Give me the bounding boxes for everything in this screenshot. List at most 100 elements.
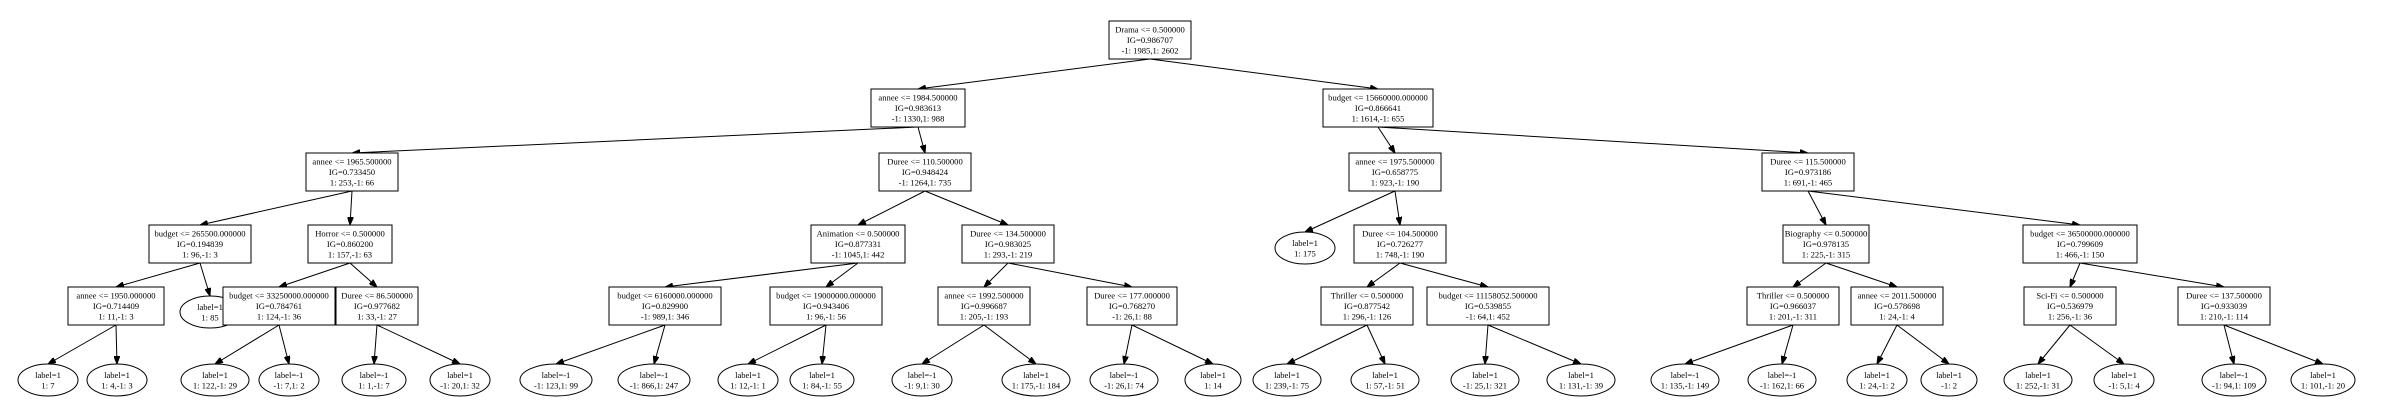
node-box	[1108, 20, 1192, 60]
node-label-line: IG=0.784761	[256, 301, 302, 311]
edge-n6-n14	[1807, 190, 2080, 225]
node-box	[1320, 286, 1414, 326]
node-label-line: IG=0.578698	[1874, 301, 1920, 311]
node-label-line: IG=0.943406	[803, 301, 850, 311]
node-label-line: 1: 256,-1: 36	[2048, 312, 2093, 322]
edge-n19-n35	[556, 324, 666, 364]
node-label-line: IG=0.768270	[1109, 301, 1155, 311]
node-label-line: IG=0.829900	[642, 301, 688, 311]
node-label-line: Duree <= 137.500000	[2186, 291, 2262, 301]
leaf-node-n30: label=11: 4,-1: 3	[86, 363, 148, 397]
node-box	[937, 286, 1031, 326]
edge-n23-n44	[1366, 324, 1385, 364]
node-label-line: IG=0.877542	[1344, 301, 1390, 311]
node-label-line: 1: 57,-1: 51	[1365, 380, 1405, 390]
node-label-line: 1: 24,-1: 2	[1859, 380, 1895, 390]
node-label-line: IG=0.978135	[1803, 239, 1849, 249]
leaf-node-n52: label=1-1: 5,1: 4	[2093, 363, 2155, 397]
node-box	[1782, 224, 1870, 264]
edge-n7-n16	[199, 262, 210, 296]
node-label-line: 1: 4,-1: 3	[101, 380, 132, 390]
node-label-line: -1: 5,1: 4	[2108, 380, 2140, 390]
node-label-line: label=1	[1292, 238, 1318, 248]
edge-n22-n42	[1131, 324, 1213, 364]
node-label-line: 1: 748,-1: 190	[1376, 250, 1424, 260]
edge-n15-n30	[116, 324, 117, 364]
edge-n12-n24	[1399, 262, 1488, 287]
edge-n0-n1	[918, 58, 1151, 89]
node-label-line: 1: 175	[1294, 248, 1316, 258]
leaf-node-n50: label=1-1: 2	[1920, 363, 1978, 397]
node-label-line: -1: 1045,1: 442	[832, 250, 885, 260]
node-label-line: Animation <= 0.500000	[817, 229, 900, 239]
leaf-node-n31: label=11: 122,-1: 29	[180, 363, 250, 397]
edge-n8-n18	[349, 262, 377, 287]
edge-n17-n32	[278, 324, 289, 364]
node-label-line: label=1	[1936, 370, 1962, 380]
edge-n21-n39	[922, 324, 985, 364]
node-box	[1348, 152, 1442, 192]
leaf-node-n53: label=-1-1: 94,1: 109	[2201, 363, 2267, 397]
edge-n2-n5	[1377, 126, 1395, 153]
leaf-ellipse	[2201, 363, 2267, 397]
edge-n19-n36	[654, 324, 666, 364]
leaf-node-n35: label=-1-1: 123,1: 99	[519, 363, 593, 397]
leaf-node-n36: label=-1-1: 866,1: 247	[617, 363, 691, 397]
node-label-line: IG=0.866641	[1355, 103, 1401, 113]
node-box	[148, 224, 252, 264]
node-label-line: Duree <= 177.000000	[1094, 291, 1170, 301]
node-label-line: 1: 225,-1: 315	[1802, 250, 1850, 260]
leaf-node-n45: label=1-1: 25,1: 321	[1450, 363, 1520, 397]
leaf-ellipse	[2003, 363, 2073, 397]
node-label-line: 1: 466,-1: 150	[2056, 250, 2104, 260]
node-box	[878, 152, 972, 192]
node-label-line: label=1	[2025, 370, 2051, 380]
edge-n1-n3	[352, 126, 919, 153]
node-label-line: -1: 1985,1: 2602	[1121, 46, 1178, 56]
node-label-line: 1: 252,-1: 31	[2016, 380, 2060, 390]
node-label-line: annee <= 1965.500000	[312, 157, 391, 167]
node-label-line: 1: 1,-1: 7	[358, 380, 390, 390]
edge-n9-n19	[665, 262, 859, 287]
leaf-node-n47: label=-11: 135,-1: 149	[1650, 363, 1720, 397]
node-label-line: label=1	[1472, 370, 1498, 380]
node-label-line: 1: 691,-1: 465	[1784, 178, 1832, 188]
node-box	[2022, 224, 2138, 264]
edge-n1-n4	[917, 126, 925, 153]
edge-n3-n7	[200, 190, 353, 225]
leaf-node-n33: label=-11: 1,-1: 7	[341, 363, 407, 397]
node-label-line: -1: 1330,1: 988	[892, 114, 945, 124]
node-label-line: Horror <= 0.500000	[315, 229, 385, 239]
node-label-line: IG=0.536979	[2047, 301, 2093, 311]
leaf-node-n43: label=11: 239,-1: 75	[1252, 363, 1322, 397]
node-label-line: budget <= 265500.000000	[154, 229, 245, 239]
node-label-line: IG=0.658775	[1372, 167, 1418, 177]
node-label-line: IG=0.733450	[329, 167, 375, 177]
leaf-ellipse	[1920, 363, 1978, 397]
node-label-line: 1: 84,-1: 55	[802, 380, 842, 390]
node-box	[1746, 286, 1840, 326]
node-label-line: 1: 24,-1: 4	[1879, 312, 1915, 322]
leaf-ellipse	[519, 363, 593, 397]
leaf-ellipse	[717, 363, 779, 397]
node-box	[1086, 286, 1178, 326]
node-label-line: 1: 1614,-1: 655	[1352, 114, 1405, 124]
edge-n25-n48	[1782, 324, 1794, 364]
node-label-line: Duree <= 134.500000	[970, 229, 1046, 239]
node-label-line: IG=0.539855	[1465, 301, 1511, 311]
leaf-node-n11: label=11: 175	[1274, 231, 1336, 265]
edge-n18-n34	[376, 324, 460, 364]
leaf-ellipse	[891, 363, 953, 397]
node-label-line: label=1	[202, 370, 228, 380]
node-label-line: annee <= 1984.500000	[878, 93, 957, 103]
node-box	[1426, 286, 1550, 326]
node-label-line: label=1	[1274, 370, 1300, 380]
node-label-line: Duree <= 104.500000	[1362, 229, 1438, 239]
edge-n9-n20	[826, 262, 859, 287]
node-label-line: label=1	[809, 370, 835, 380]
